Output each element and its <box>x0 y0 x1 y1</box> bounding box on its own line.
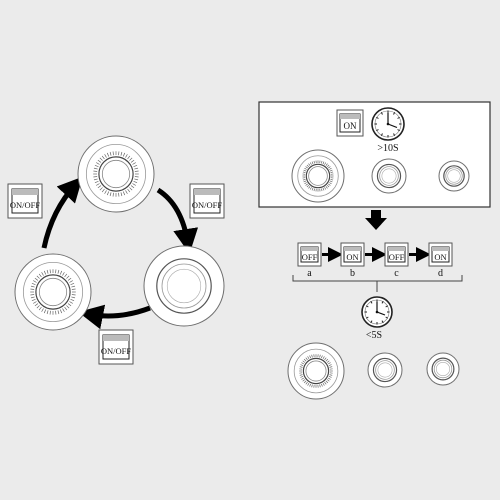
dial-small <box>438 160 470 192</box>
sequence-bracket <box>292 275 463 292</box>
dial-medium <box>367 352 403 388</box>
clock-icon <box>361 296 393 328</box>
switch-label: ON <box>344 121 357 131</box>
dial-small <box>426 352 460 386</box>
timer-label: <5S <box>366 330 382 341</box>
dial-large <box>291 149 345 203</box>
arrow-left-to-top <box>41 176 83 249</box>
dial-top <box>77 135 155 213</box>
switch-icon: ON <box>336 109 364 137</box>
switch-label: ON/OFF <box>101 346 132 356</box>
sequence-switch-label: OFF <box>389 252 405 262</box>
dial-medium <box>371 158 407 194</box>
switch-icon: ON/OFF <box>189 183 225 219</box>
switch-sequence: OFF a ON b OFF c ON d <box>297 242 453 279</box>
sequence-letter: c <box>394 268 399 279</box>
sequence-switch-label: OFF <box>302 252 318 262</box>
dial-right <box>143 245 225 327</box>
sequence-step: ON b <box>340 242 365 279</box>
dial-large <box>287 342 345 400</box>
arrow-right-to-left <box>78 304 151 330</box>
sequence-step: OFF c <box>384 242 409 279</box>
switch-icon: ON/OFF <box>98 329 134 365</box>
right-panel: ON >10S OFF a ON b OFF c ON d <5S <box>258 101 491 400</box>
switch-label: ON/OFF <box>192 200 223 210</box>
sequence-step: ON d <box>428 242 453 279</box>
dial-left <box>14 253 92 331</box>
sequence-letter: d <box>438 268 443 279</box>
left-cycle: ON/OFF ON/OFF ON/OFF <box>7 135 225 365</box>
arrow-top-to-right <box>156 187 199 254</box>
switch-label: ON/OFF <box>10 200 41 210</box>
arrow-down-icon <box>365 210 387 230</box>
sequence-switch-label: ON <box>434 252 446 262</box>
sequence-letter: b <box>350 268 355 279</box>
sequence-switch-label: ON <box>346 252 358 262</box>
switch-icon: ON/OFF <box>7 183 43 219</box>
clock-icon <box>371 107 405 141</box>
sequence-step: OFF a <box>297 242 322 279</box>
timer-label: >10S <box>377 143 398 154</box>
sequence-letter: a <box>307 268 312 279</box>
